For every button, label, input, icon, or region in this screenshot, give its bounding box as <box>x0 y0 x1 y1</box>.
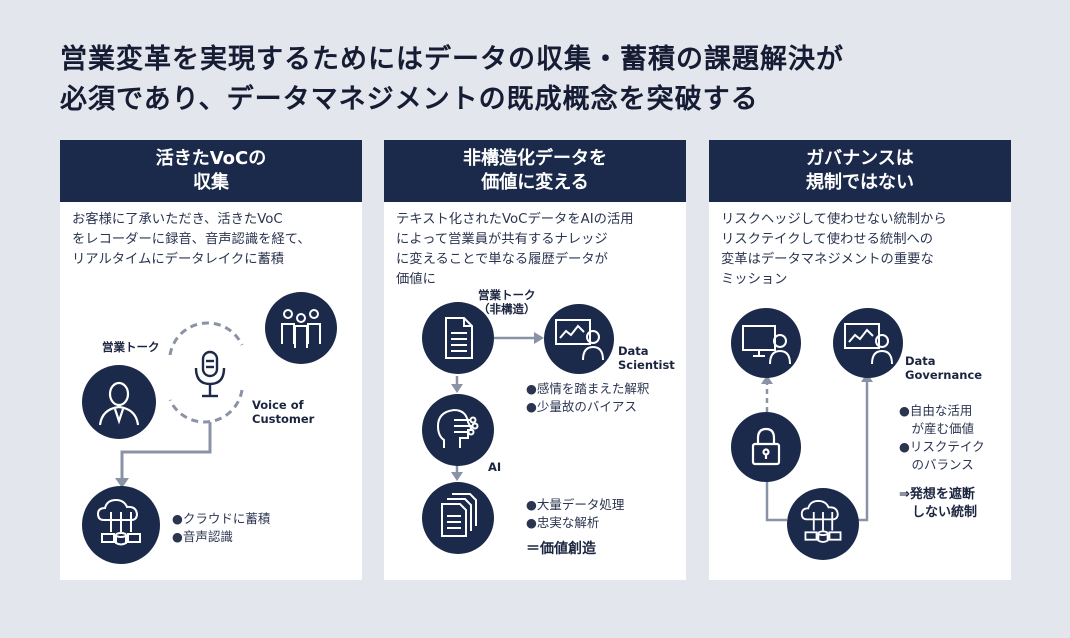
label-sales-talk: 営業トーク <box>102 340 160 354</box>
card-header: ガバナンスは 規制ではない <box>709 140 1011 202</box>
card-header: 活きたVoCの 収集 <box>60 140 362 202</box>
connector-lines <box>115 321 244 488</box>
data-scientist-icon <box>544 304 614 378</box>
title-line-1: 営業変革を実現するためにはデータの収集・蓄積の課題解決が <box>60 44 844 75</box>
bullet-item: ●自由な活用 <box>899 403 973 418</box>
data-governance-icon <box>833 308 903 382</box>
card-description: お客様に了承いただき、活きたVoC をレコーダーに録音、音声認識を経て、 リアル… <box>72 210 352 270</box>
bullet-item: のバランス <box>899 457 974 472</box>
card-header-line-1: ガバナンスは <box>806 148 914 169</box>
desc-line: によって営業員が共有するナレッジ <box>396 232 608 247</box>
card-header: 非構造化データを 価値に変える <box>384 140 686 202</box>
cloud-database-icon <box>82 486 160 568</box>
desc-line: 変革はデータマネジメントの重要な <box>721 252 934 267</box>
lock-icon <box>731 412 801 486</box>
card-header-line-1: 非構造化データを <box>463 148 607 169</box>
label-talk-line-1: 営業トーク <box>478 288 536 302</box>
desc-line: リアルタイムにデータレイクに蓄積 <box>72 252 285 267</box>
result-value-creation: ＝価値創造 <box>526 541 596 557</box>
cloud-database-icon <box>787 488 859 564</box>
microphone-icon <box>187 348 233 406</box>
connector-lines <box>451 332 544 481</box>
result-line-2: しない統制 <box>899 505 978 520</box>
bullet-item: が産む価値 <box>899 421 975 436</box>
desc-line: リスクヘッジして使わせない統制から <box>721 212 947 227</box>
desc-line: に変えることで単なる履歴データが <box>396 252 608 267</box>
label-ds-line-1: Data <box>618 344 649 358</box>
user-computer-icon <box>731 308 801 382</box>
label-ai: AI <box>488 460 502 474</box>
desc-line: ミッション <box>721 272 788 287</box>
people-group-icon <box>265 292 337 368</box>
person-icon <box>82 365 156 443</box>
desc-line: テキスト化されたVoCデータをAIの活用 <box>396 212 634 227</box>
card-voc-collection: 活きたVoCの 収集 お客様に了承いただき、活きたVoC をレコーダーに録音、音… <box>60 140 362 580</box>
bullet-item: ●音声認識 <box>172 529 233 544</box>
documents-stack-icon <box>422 482 494 558</box>
page-title: 営業変革を実現するためにはデータの収集・蓄積の課題解決が 必須であり、データマネ… <box>60 40 1020 120</box>
desc-line: 価値に <box>396 272 436 287</box>
bullet-item: ●大量データ処理 <box>526 497 625 512</box>
document-icon <box>422 302 494 378</box>
title-line-2: 必須であり、データマネジメントの既成概念を突破する <box>60 84 759 115</box>
label-voc-line-1: Voice of <box>252 398 304 412</box>
card-description: リスクヘッジして使わせない統制から リスクテイクして使わせる統制への 変革はデー… <box>721 210 1001 290</box>
label-dg-line-2: Governance <box>905 368 983 382</box>
label-data-governance: Data Governance <box>905 354 982 382</box>
card-governance: ガバナンスは 規制ではない リスクヘッジして使わせない統制から リスクテイクして… <box>709 140 1011 580</box>
desc-line: リスクテイクして使わせる統制への <box>721 232 934 247</box>
bullet-item: ●リスクテイク <box>899 439 985 454</box>
label-dg-line-1: Data <box>905 354 936 368</box>
label-talk-line-2: （非構造） <box>478 302 536 316</box>
ai-head-icon <box>422 394 494 470</box>
bullet-item: ●少量故のバイアス <box>526 399 637 414</box>
label-sales-talk-unstructured: 営業トーク （非構造） <box>478 288 536 316</box>
result-line-1: ⇒発想を遮断 <box>899 487 975 502</box>
bullet-item: ●感情を踏まえた解釈 <box>526 381 650 396</box>
card-header-line-2: 収集 <box>193 172 229 193</box>
card-description: テキスト化されたVoCデータをAIの活用 によって営業員が共有するナレッジ に変… <box>396 210 676 290</box>
desc-line: お客様に了承いただき、活きたVoC <box>72 212 283 227</box>
card-header-line-2: 価値に変える <box>481 172 589 193</box>
label-voice-of-customer: Voice of Customer <box>252 398 314 426</box>
label-voc-line-2: Customer <box>252 412 315 426</box>
desc-line: をレコーダーに録音、音声認識を経て、 <box>72 232 311 247</box>
bullet-item: ●クラウドに蓄積 <box>172 511 271 526</box>
card-header-line-2: 規制ではない <box>806 172 914 193</box>
label-data-scientist: Data Scientist <box>618 344 675 372</box>
bullet-item: ●忠実な解析 <box>526 515 600 530</box>
label-ds-line-2: Scientist <box>618 358 675 372</box>
card-unstructured-data: 非構造化データを 価値に変える テキスト化されたVoCデータをAIの活用 によっ… <box>384 140 686 580</box>
card-header-line-1: 活きたVoCの <box>155 148 267 169</box>
